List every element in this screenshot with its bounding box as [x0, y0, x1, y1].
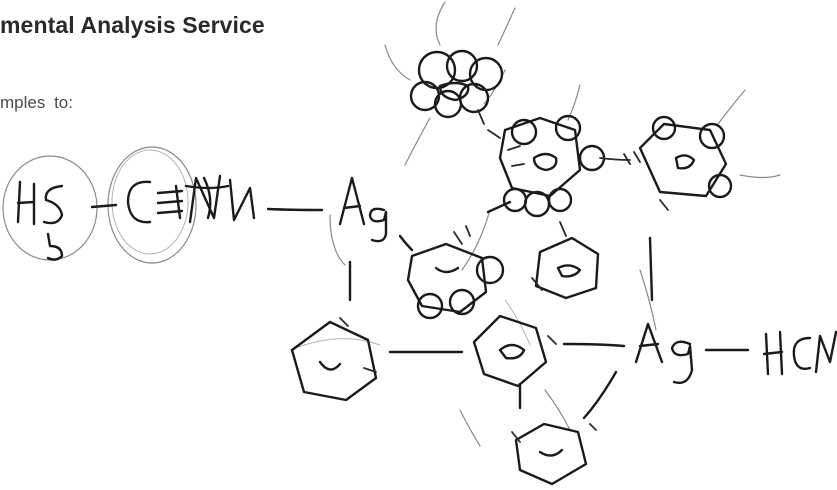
ring-upper-right: [599, 115, 733, 211]
silver-atom-right: [634, 236, 750, 384]
ring-upper-middle: [487, 114, 606, 218]
intro-text: mples to:: [0, 93, 73, 112]
ring-center: [406, 200, 512, 320]
page-title: mental Analysis Service: [0, 12, 265, 38]
silver-atom-left: [338, 176, 388, 243]
ring-bottom-left: [290, 317, 464, 402]
ring-bottom: [511, 370, 618, 486]
ring-top-cluster: [409, 49, 504, 125]
ligand-left-group: [2, 146, 324, 264]
ligand-right-group: [762, 330, 837, 376]
ring-bottom-middle: [472, 314, 626, 388]
ring-middle-right: [531, 221, 600, 300]
pencil-guide-strokes: [289, 1, 781, 447]
